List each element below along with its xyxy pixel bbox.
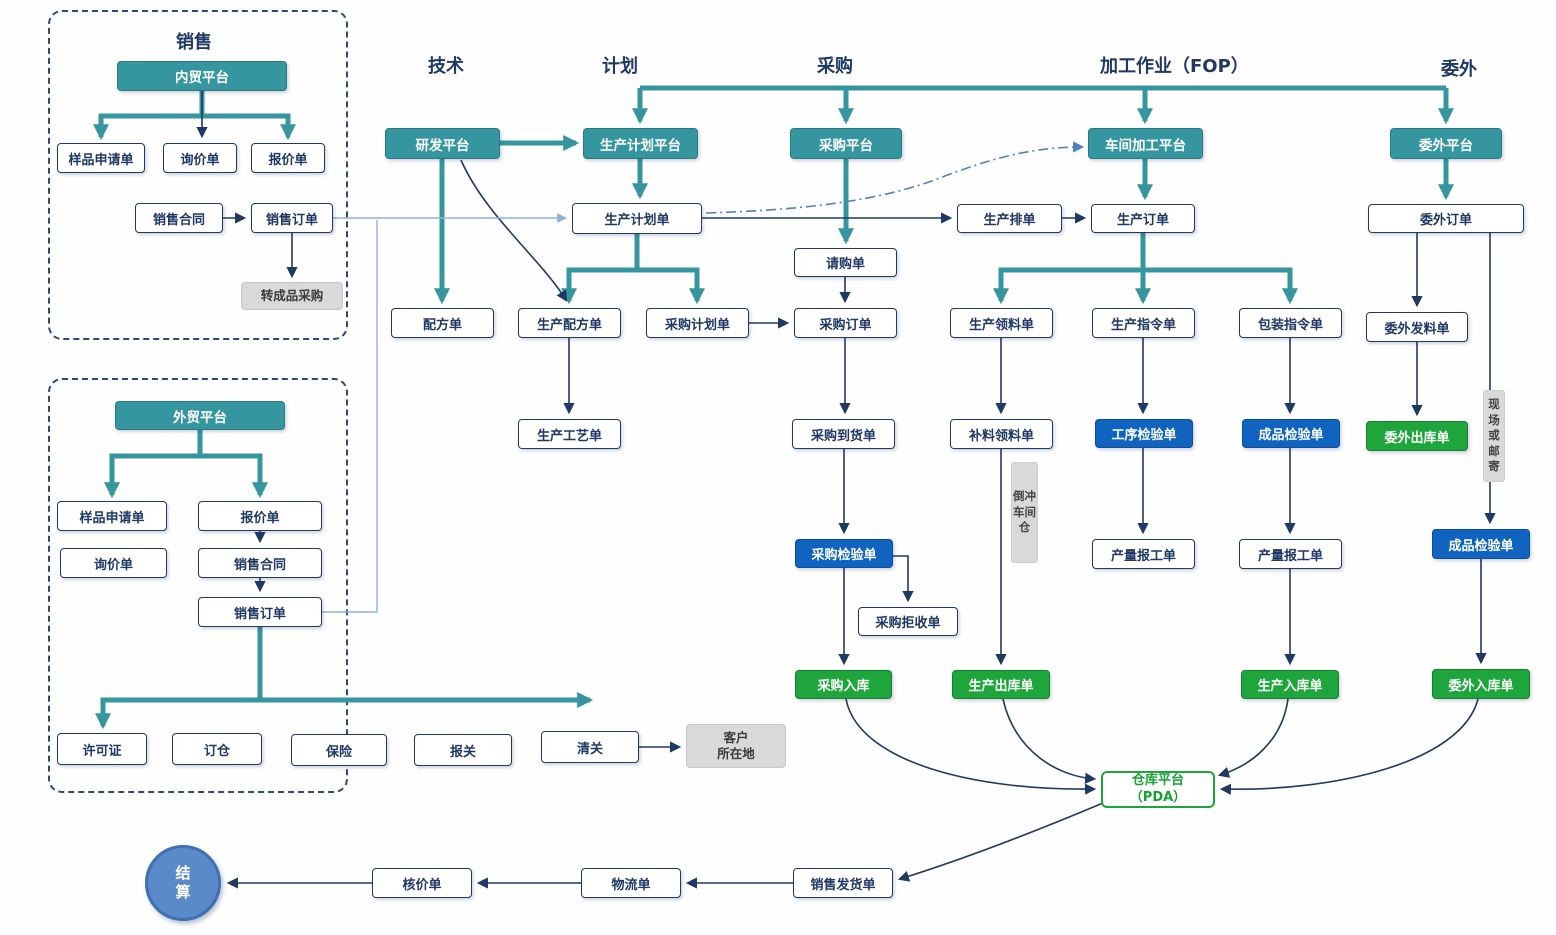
outsource-platform: 委外平台	[1390, 128, 1502, 159]
foreign-sample-request: 样品申请单	[57, 501, 167, 531]
customer-location-line2: 所在地	[717, 746, 755, 761]
pricing-order: 核价单	[372, 868, 472, 898]
purchase-requisition: 请购单	[794, 248, 897, 277]
booking: 订仓	[172, 733, 262, 765]
finished-inspection-order-fop: 成品检验单	[1242, 419, 1340, 448]
customer-location: 客户 所在地	[686, 724, 786, 768]
outsource-material-issue-order: 委外发料单	[1366, 312, 1468, 342]
outsource-outbound-order: 委外出库单	[1366, 421, 1468, 451]
settlement-node: 结算	[145, 845, 221, 921]
sales-domestic-group	[48, 10, 348, 340]
process-inspection-order: 工序检验单	[1095, 419, 1193, 448]
packing-instruction-order: 包装指令单	[1239, 308, 1342, 338]
settlement-label: 结算	[175, 863, 191, 902]
production-process-order: 生产工艺单	[518, 419, 621, 449]
sales-delivery-order: 销售发货单	[793, 868, 893, 898]
license: 许可证	[57, 733, 147, 765]
foreign-sales-contract: 销售合同	[198, 548, 322, 578]
outsource-inbound-order: 委外入库单	[1432, 669, 1530, 699]
production-formula-order: 生产配方单	[518, 308, 621, 338]
formula-order: 配方单	[391, 308, 494, 338]
purchase-inbound: 采购入库	[795, 670, 892, 699]
production-outbound-order: 生产出库单	[952, 670, 1050, 699]
purchase-platform: 采购平台	[790, 128, 902, 159]
purchase-rejection-order: 采购拒收单	[858, 607, 958, 636]
output-report-order-right: 产量报工单	[1239, 539, 1342, 569]
output-report-order-left: 产量报工单	[1092, 539, 1195, 569]
domestic-sales-contract: 销售合同	[135, 203, 223, 233]
sales-foreign-group	[48, 378, 348, 793]
finished-inspection-order-outsource: 成品检验单	[1432, 529, 1530, 559]
domestic-sample-request: 样品申请单	[57, 143, 145, 173]
production-order: 生产订单	[1091, 204, 1195, 233]
foreign-sales-order: 销售订单	[198, 597, 322, 627]
warehouse-platform-line2: （PDA）	[1129, 789, 1187, 805]
domestic-sales-order: 销售订单	[251, 203, 333, 233]
header-purchase: 采购	[817, 56, 853, 77]
purchase-plan-order: 采购计划单	[646, 308, 749, 338]
foreign-inquiry: 询价单	[60, 548, 167, 578]
header-fop: 加工作业（FOP）	[1100, 56, 1249, 77]
supplement-material-requisition: 补料领料单	[950, 419, 1053, 449]
warehouse-platform-line1: 仓库平台	[1131, 772, 1184, 788]
site-or-mail-label: 现场或邮寄	[1483, 390, 1505, 482]
production-instruction-order: 生产指令单	[1092, 308, 1195, 338]
domestic-trade-platform: 内贸平台	[117, 61, 287, 91]
production-material-requisition: 生产领料单	[950, 308, 1053, 338]
backflush-workshop-warehouse: 倒冲车间仓	[1011, 462, 1038, 563]
purchase-inspection-order: 采购检验单	[795, 539, 893, 568]
insurance: 保险	[291, 734, 387, 766]
to-finished-goods-purchase: 转成品采购	[241, 282, 343, 310]
logistics-order: 物流单	[581, 868, 681, 898]
header-tech: 技术	[428, 56, 464, 77]
customs-declaration: 报关	[414, 734, 512, 766]
header-sales: 销售	[176, 32, 212, 53]
purchase-order: 采购订单	[794, 308, 897, 338]
warehouse-platform: 仓库平台 （PDA）	[1101, 771, 1215, 808]
header-plan: 计划	[602, 56, 638, 77]
domestic-inquiry: 询价单	[163, 143, 237, 173]
domestic-quotation: 报价单	[251, 143, 325, 173]
rnd-platform: 研发平台	[385, 128, 500, 159]
production-plan-platform: 生产计划平台	[583, 128, 698, 159]
production-schedule-order: 生产排单	[957, 204, 1062, 233]
header-outsource: 委外	[1441, 59, 1477, 80]
workshop-processing-platform: 车间加工平台	[1088, 128, 1203, 159]
outsource-order: 委外订单	[1368, 204, 1524, 233]
foreign-quotation: 报价单	[198, 501, 322, 531]
production-plan-order: 生产计划单	[572, 203, 702, 234]
production-inbound-order: 生产入库单	[1241, 670, 1339, 699]
customer-location-line1: 客户	[723, 729, 749, 745]
foreign-trade-platform: 外贸平台	[115, 401, 285, 430]
customs-clearance: 清关	[541, 731, 639, 763]
purchase-arrival-order: 采购到货单	[792, 419, 895, 449]
